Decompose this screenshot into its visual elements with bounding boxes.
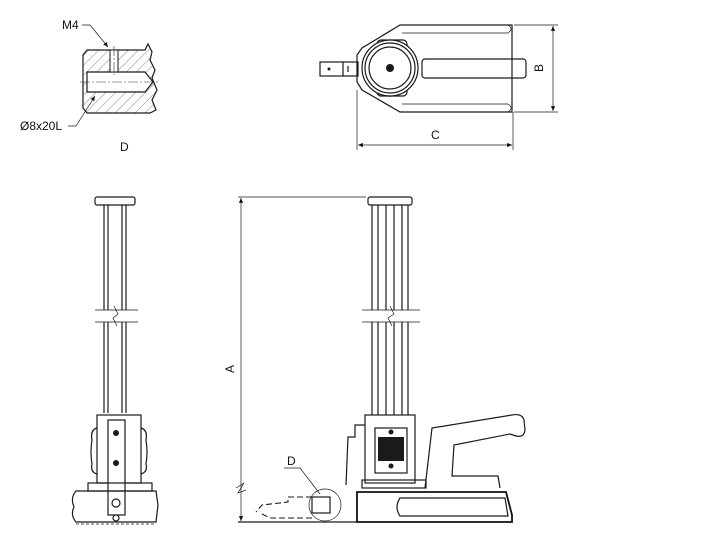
front-screw-top xyxy=(388,429,394,435)
bore-label: Ø8x20L xyxy=(20,119,63,133)
side-base xyxy=(71,490,159,523)
front-display xyxy=(378,437,404,461)
top-ram-inner xyxy=(368,46,412,90)
front-pump-housing xyxy=(345,424,365,486)
side-break-lines xyxy=(95,305,138,327)
top-body-inner-lines xyxy=(402,24,512,113)
detail-d-leader xyxy=(284,467,321,495)
front-handle xyxy=(424,413,526,489)
dim-a-break xyxy=(235,482,247,494)
dim-c-label: C xyxy=(431,128,440,142)
front-base-step xyxy=(361,479,427,489)
thread-label: M4 xyxy=(62,18,79,32)
side-pivot xyxy=(112,514,120,522)
m4-leader xyxy=(82,24,109,48)
front-window xyxy=(374,427,408,474)
side-column xyxy=(103,205,127,413)
side-head-ears xyxy=(90,427,148,475)
side-screw-top xyxy=(113,430,119,436)
top-ram-mid xyxy=(364,42,416,94)
front-base xyxy=(356,491,513,523)
top-body-outline xyxy=(356,24,513,113)
front-pedal-lowered xyxy=(255,496,312,519)
front-cap xyxy=(367,196,413,206)
detail-callout-label: D xyxy=(287,454,296,468)
front-view xyxy=(235,196,526,523)
front-break-lines xyxy=(362,305,420,327)
side-plate-hole xyxy=(111,498,121,508)
detail-d-circle xyxy=(308,488,342,522)
top-view xyxy=(319,24,558,150)
front-column xyxy=(371,205,409,415)
front-base-slot xyxy=(396,497,509,517)
dim-a-label: A xyxy=(223,364,238,374)
top-tab-dot xyxy=(327,67,331,71)
top-ram-center xyxy=(386,64,394,72)
detail-d-section xyxy=(68,24,158,127)
side-screw-bottom xyxy=(113,460,119,466)
top-tab xyxy=(319,61,359,77)
side-cap xyxy=(94,196,136,206)
front-screw-bottom xyxy=(388,463,394,469)
detail-title: D xyxy=(120,140,129,154)
front-pedal-block xyxy=(311,496,331,514)
bore-leader xyxy=(68,95,96,127)
side-view xyxy=(71,196,159,525)
front-head xyxy=(364,414,416,484)
dim-b-label: B xyxy=(532,63,547,73)
top-handle-slot xyxy=(421,58,527,79)
